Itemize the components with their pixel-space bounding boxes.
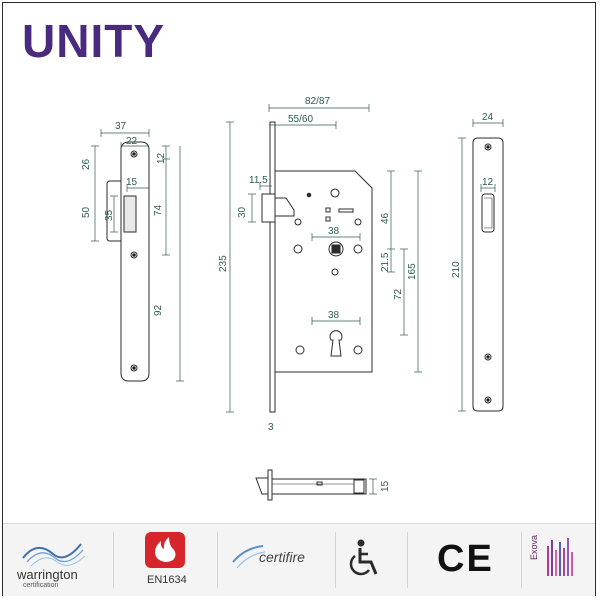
- cert-ce: CE: [413, 524, 513, 596]
- dim-latch-offset: 11.5: [249, 175, 268, 186]
- brand-logo: UNITY: [22, 15, 165, 67]
- lock-body: [261, 121, 373, 413]
- dim-strike-top: 26: [81, 158, 92, 170]
- faceplate-dimensions: [458, 119, 504, 412]
- dim-forend-thickness: 3: [268, 422, 274, 433]
- faceplate: [472, 137, 504, 412]
- warrington-wave-icon: [22, 543, 86, 567]
- warrington-name: warrington: [17, 567, 78, 582]
- strike-dimension-labels: 37 22 15 26 50 35 12 74 92: [81, 121, 167, 316]
- cert-en1634: EN1634: [119, 524, 215, 596]
- dim-spindle-to-cylinder: 21.5: [380, 252, 391, 272]
- dim-strike-latch-span: 74: [153, 204, 164, 216]
- dim-strike-width: 37: [115, 121, 127, 132]
- flame-icon: [145, 532, 185, 568]
- strike-plate: [106, 141, 150, 382]
- exova-label: Exova: [529, 534, 539, 560]
- dim-strike-lower: 92: [153, 304, 164, 316]
- wheelchair-icon: [349, 539, 378, 576]
- certifire-label: certifire: [259, 549, 305, 565]
- divider: [407, 532, 408, 588]
- dim-strike-top-offset: 12: [156, 152, 167, 164]
- strike-dimensions: [91, 129, 184, 382]
- strike-screw-hole-middle: [130, 251, 138, 259]
- dim-cylinder-size: 38: [328, 310, 340, 321]
- dim-cylinder-spacing: 72: [393, 288, 404, 300]
- dim-strike-tab-width: 15: [126, 177, 138, 188]
- ce-mark-icon: CE: [437, 538, 494, 580]
- dim-faceplate-slot: 12: [482, 177, 494, 188]
- strike-screw-hole-top: [130, 150, 138, 158]
- dim-latch-height: 30: [237, 206, 248, 218]
- faceplate-dimension-labels: 24 12 210: [451, 112, 494, 278]
- dim-overall-height: 235: [218, 255, 229, 272]
- divider: [113, 532, 114, 588]
- en1634-label: EN1634: [147, 574, 187, 586]
- cert-accessibility: [339, 524, 399, 596]
- bolt-dimensions: [369, 478, 377, 495]
- lock-dimensions: [226, 104, 422, 413]
- dim-backset: 55/60: [288, 114, 313, 125]
- divider: [335, 532, 336, 588]
- exova-bars-icon: [547, 538, 573, 576]
- divider: [521, 532, 522, 588]
- lock-screw-top: [330, 188, 340, 198]
- cert-exova: Exova: [527, 524, 593, 596]
- latch-bolt-side-view: [255, 469, 367, 501]
- dim-strike-opening: 50: [81, 206, 92, 218]
- certifire-swoosh-icon: [232, 545, 266, 569]
- dim-strike-tab-height: 35: [104, 209, 115, 221]
- dim-lock-height: 165: [407, 263, 418, 280]
- warrington-sub: certification: [23, 582, 59, 589]
- dim-bolt-height: 15: [380, 480, 391, 492]
- dim-strike-inner-width: 22: [126, 136, 138, 147]
- dim-faceplate-width: 24: [482, 112, 494, 123]
- certification-bar: warrington certification EN1634 certifir…: [3, 523, 595, 596]
- cert-certifire: certifire: [225, 524, 335, 596]
- cert-warrington: warrington certification: [3, 524, 103, 596]
- strike-screw-hole-bottom: [130, 364, 138, 372]
- dim-spindle-to-top: 46: [380, 212, 391, 224]
- dim-overall-depth: 82/87: [305, 96, 330, 107]
- dim-spindle-size: 38: [328, 226, 340, 237]
- divider: [217, 532, 218, 588]
- dim-faceplate-height: 210: [451, 261, 462, 278]
- cylinder-cutout: [329, 330, 343, 357]
- spindle-follower: [328, 241, 344, 257]
- latch-bolt: [261, 193, 276, 223]
- lock-dimension-labels: 82/87 55/60 11.5 30 38 38 235 3 46 21.5 …: [218, 96, 418, 433]
